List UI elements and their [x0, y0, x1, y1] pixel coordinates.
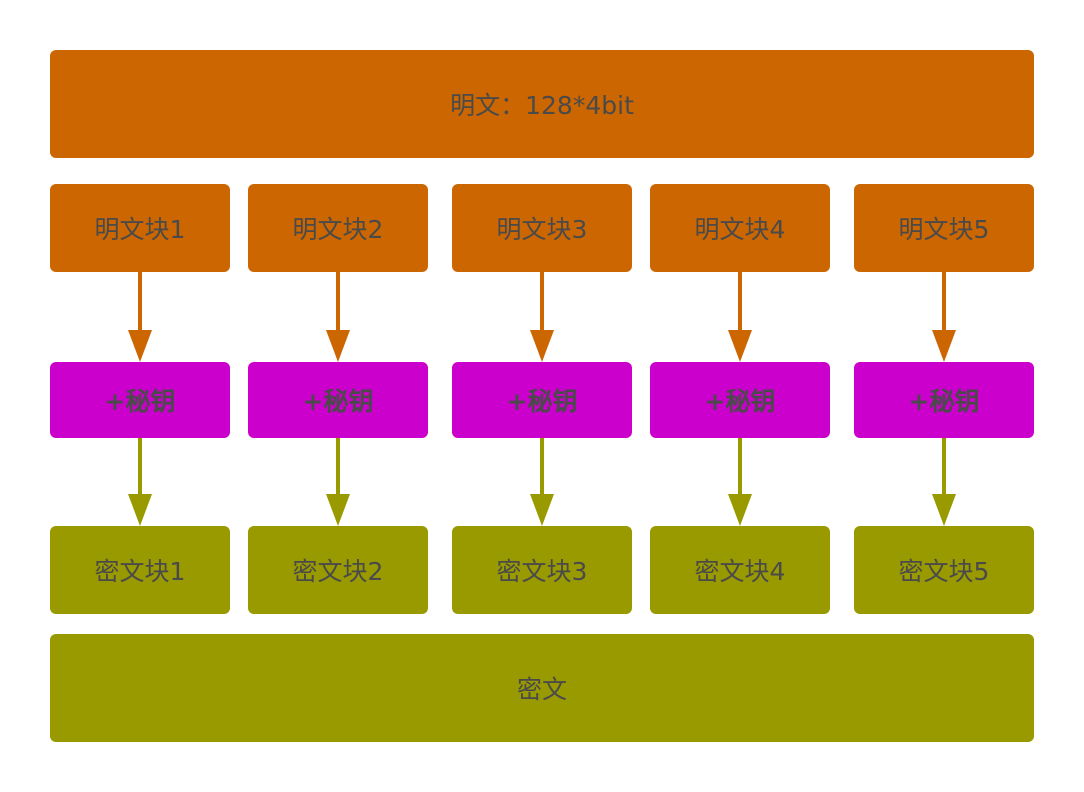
- plaintext-block-2: 明文块2: [248, 184, 428, 272]
- arrow-key-to-cipher-4: [728, 438, 752, 526]
- ciphertext-block-1: 密文块1: [50, 526, 230, 614]
- key-block-4: +秘钥: [650, 362, 830, 438]
- plain-to-key-arrows: [128, 272, 956, 362]
- ciphertext-block-3: 密文块3: [452, 526, 632, 614]
- plaintext-block-5: 明文块5: [854, 184, 1034, 272]
- arrow-key-to-cipher-1: [128, 438, 152, 526]
- arrow-key-to-cipher-5: [932, 438, 956, 526]
- key-to-cipher-arrows: [128, 438, 956, 526]
- ciphertext-banner: 密文: [50, 634, 1034, 742]
- ciphertext-block-4: 密文块4: [650, 526, 830, 614]
- ciphertext-block-2: 密文块2: [248, 526, 428, 614]
- plaintext-block-3: 明文块3: [452, 184, 632, 272]
- arrow-plain-to-key-2: [326, 272, 350, 362]
- arrow-key-to-cipher-3: [530, 438, 554, 526]
- arrow-plain-to-key-1: [128, 272, 152, 362]
- key-block-3: +秘钥: [452, 362, 632, 438]
- plaintext-block-1: 明文块1: [50, 184, 230, 272]
- key-block-5: +秘钥: [854, 362, 1034, 438]
- arrow-plain-to-key-3: [530, 272, 554, 362]
- plaintext-block-4: 明文块4: [650, 184, 830, 272]
- arrow-plain-to-key-4: [728, 272, 752, 362]
- arrow-key-to-cipher-2: [326, 438, 350, 526]
- arrow-plain-to-key-5: [932, 272, 956, 362]
- key-block-2: +秘钥: [248, 362, 428, 438]
- plaintext-banner: 明文：128*4bit: [50, 50, 1034, 158]
- key-block-1: +秘钥: [50, 362, 230, 438]
- ciphertext-block-5: 密文块5: [854, 526, 1034, 614]
